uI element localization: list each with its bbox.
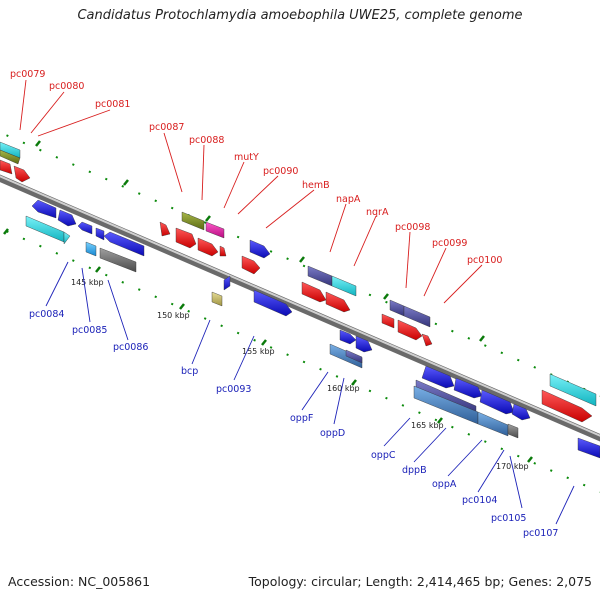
kbp-label: 145 kbp	[71, 278, 104, 287]
gene-label[interactable]: pc0090	[263, 166, 298, 177]
gene-label[interactable]: mutY	[234, 152, 259, 163]
gene-label[interactable]: nqrA	[366, 207, 389, 218]
gene-label[interactable]: pc0107	[523, 528, 558, 539]
kbp-label: 160 kbp	[327, 384, 360, 393]
gene-blue-5[interactable]	[103, 231, 145, 257]
gene-red-pc0098[interactable]	[381, 313, 395, 329]
gene-pc0087[interactable]	[181, 211, 205, 231]
gene-pc0088[interactable]	[205, 221, 225, 239]
gene-pc0084b[interactable]	[63, 231, 71, 245]
gene-oppA[interactable]	[477, 411, 509, 437]
gene-label[interactable]: oppF	[290, 413, 313, 424]
gene-mutY[interactable]	[197, 237, 219, 257]
gene-label[interactable]: dppB	[402, 465, 427, 476]
gene-pc0081a[interactable]	[0, 159, 13, 175]
gene-label[interactable]: oppD	[320, 428, 345, 439]
gene-red-pc0099[interactable]	[397, 319, 423, 341]
gene-pc0085[interactable]	[85, 241, 97, 257]
gene-label[interactable]: oppC	[371, 450, 396, 461]
gene-label[interactable]: pc0099	[432, 238, 467, 249]
gene-pc0081b[interactable]	[13, 165, 31, 183]
gene-blue-opp3[interactable]	[479, 389, 515, 415]
gene-red-small-1[interactable]	[159, 221, 171, 237]
gene-label[interactable]: pc0087	[149, 122, 184, 133]
gene-hemB[interactable]	[241, 255, 261, 275]
top-leader-lines	[19, 79, 483, 304]
gene-red-3[interactable]	[219, 245, 227, 257]
gene-label[interactable]: pc0100	[467, 255, 502, 266]
gene-blue-1[interactable]	[31, 199, 57, 219]
genome-summary-text: Topology: circular; Length: 2,414,465 bp…	[248, 574, 592, 589]
kbp-label: 165 kbp	[411, 421, 444, 430]
gene-cyan-right[interactable]	[549, 373, 597, 407]
gene-blue-opp2[interactable]	[453, 377, 483, 399]
gene-blue-opp4[interactable]	[511, 403, 531, 421]
gene-red-2[interactable]	[175, 227, 197, 249]
map-title: Candidatus Protochlamydia amoebophila UW…	[77, 8, 523, 23]
gene-pc0080[interactable]	[0, 149, 21, 165]
kbp-label: 150 kbp	[157, 311, 190, 320]
gene-oppD-inner[interactable]	[345, 349, 363, 364]
tick-marks-major	[3, 140, 533, 463]
gene-pc0093[interactable]	[253, 289, 293, 317]
genome-backbone	[0, 174, 600, 442]
gene-label[interactable]: pc0079	[10, 69, 45, 80]
gene-label[interactable]: oppA	[432, 479, 457, 490]
bottom-labels: pc0084 pc0085 pc0086 bcp pc0093 oppF opp…	[29, 309, 558, 539]
gene-blue-2[interactable]	[57, 209, 77, 227]
gene-features	[0, 141, 600, 459]
gene-napA[interactable]	[307, 265, 333, 287]
gene-blue-4[interactable]	[95, 227, 105, 241]
gene-label[interactable]: hemB	[302, 180, 330, 191]
gene-blue-opp1[interactable]	[421, 365, 455, 389]
accession-text: Accession: NC_005861	[8, 574, 151, 589]
gene-label[interactable]: pc0088	[189, 135, 224, 146]
gene-red-nqrA[interactable]	[325, 291, 351, 313]
gene-pc0099[interactable]	[403, 305, 431, 328]
gene-label[interactable]: napA	[336, 194, 361, 205]
gene-oppD-blue[interactable]	[355, 335, 373, 353]
gene-label[interactable]: pc0080	[49, 81, 84, 92]
gene-nqrA[interactable]	[331, 275, 357, 297]
gene-label[interactable]: pc0086	[113, 342, 148, 353]
gene-label[interactable]: bcp	[181, 366, 198, 377]
gene-label[interactable]: pc0085	[72, 325, 107, 336]
gene-label[interactable]: pc0098	[395, 222, 430, 233]
gene-red-napA[interactable]	[301, 281, 327, 303]
gene-label[interactable]: pc0104	[462, 495, 497, 506]
gene-pc0100[interactable]	[421, 333, 433, 347]
gene-pc0107[interactable]	[577, 437, 600, 459]
gene-pc0090[interactable]	[249, 239, 271, 259]
gene-label[interactable]: pc0084	[29, 309, 64, 320]
gene-pc0104[interactable]	[507, 423, 519, 439]
gene-label[interactable]: pc0093	[216, 384, 251, 395]
kbp-label: 155 kbp	[242, 347, 275, 356]
gene-blue-3[interactable]	[77, 221, 93, 235]
gene-label[interactable]: pc0105	[491, 513, 526, 524]
gene-pc0098[interactable]	[389, 299, 405, 317]
gene-label[interactable]: pc0081	[95, 99, 130, 110]
gene-red-right[interactable]	[541, 389, 593, 423]
top-labels: pc0079 pc0080 pc0081 pc0087 pc0088 mutY …	[10, 69, 502, 266]
gene-bcp-arrow[interactable]	[223, 275, 231, 291]
gene-pc0086[interactable]	[99, 247, 137, 273]
bottom-leader-lines	[45, 261, 575, 525]
gene-oppF[interactable]	[339, 329, 357, 345]
gene-bcp[interactable]	[211, 291, 223, 307]
